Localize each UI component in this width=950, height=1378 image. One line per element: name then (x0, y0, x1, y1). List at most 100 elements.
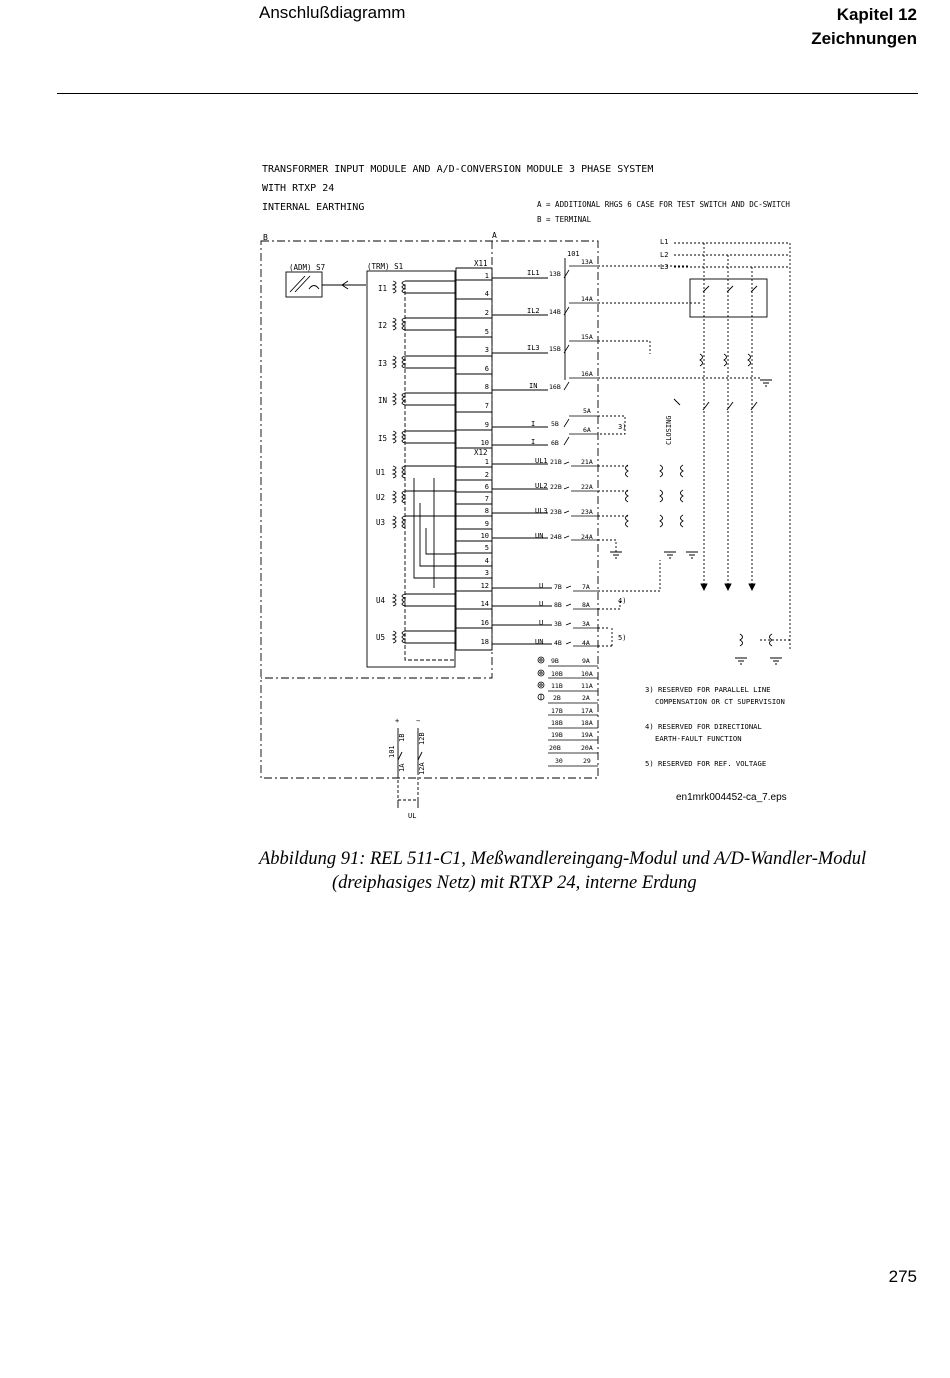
x12-term-2: 2 (485, 471, 489, 479)
tb-10b: 10B (551, 670, 563, 678)
test-switch-contacts (537, 265, 598, 767)
x11-label: X11 (474, 259, 488, 268)
note-5: 5) RESERVED FOR REF. VOLTAGE (645, 759, 766, 768)
adm-module-box (285, 271, 323, 298)
transformer-coils (391, 280, 456, 661)
ul-label: UL (408, 812, 416, 820)
test-switch-case (261, 241, 493, 679)
tb-23b: 23B (550, 508, 562, 516)
x11-term-5: 5 (485, 328, 489, 336)
dc-term-101: 101 (388, 745, 396, 758)
ta-9a: 9A (582, 657, 590, 665)
diagram-title-2: WITH RTXP 24 (262, 183, 334, 194)
signal-ul3: UL3 (535, 507, 548, 515)
input-i5: I5 (378, 434, 387, 443)
x12-term-12: 12 (481, 582, 489, 590)
terminal-enclosure (260, 240, 599, 779)
ta-10a: 10A (581, 670, 593, 678)
ta-8a: 8A (582, 601, 590, 609)
header-section-title: Anschlußdiagramm (259, 3, 406, 22)
tb-3b: 3B (554, 620, 562, 628)
ta-5a: 5A (583, 407, 591, 415)
line-l3: L3 (660, 263, 668, 271)
ta-15a: 15A (581, 333, 593, 341)
dc-plus: + (395, 717, 399, 725)
line-l2: L2 (660, 251, 668, 259)
input-i2: I2 (378, 321, 387, 330)
x12-term-6: 6 (485, 483, 489, 491)
ta-17a: 17A (581, 707, 593, 715)
trm-module-box (366, 270, 456, 668)
input-u2: U2 (376, 493, 385, 502)
ta-16a: 16A (581, 370, 593, 378)
ta-3a: 3A (582, 620, 590, 628)
arrow-icon (341, 280, 349, 290)
tb-13b: 13B (549, 270, 561, 278)
ta-14a: 14A (581, 295, 593, 303)
tb-17b: 17B (551, 707, 563, 715)
tb-7b: 7B (554, 583, 562, 591)
signal-wires (492, 258, 566, 645)
adm-label: (ADM) S7 (289, 263, 325, 272)
ta-6a: 6A (583, 426, 591, 434)
dc-term-1a: 1A (398, 763, 406, 772)
x11-term-10: 10 (481, 439, 489, 447)
ta-24a: 24A (581, 533, 593, 541)
closing-label: CLOSING (665, 415, 673, 445)
ta-19a: 19A (581, 731, 593, 739)
x11-term-8: 8 (485, 383, 489, 391)
note-4-line1: 4) RESERVED FOR DIRECTIONAL (645, 722, 762, 731)
trm-label: (TRM) S1 (367, 262, 403, 271)
signal-in: IN (529, 382, 537, 390)
signal-il2: IL2 (527, 307, 540, 315)
label-b: B (263, 233, 268, 242)
dc-term-12b: 12B (418, 732, 426, 745)
ta-22a: 22A (581, 483, 593, 491)
ta-21a: 21A (581, 458, 593, 466)
input-i3: I3 (378, 359, 387, 368)
signal-u-b: U (539, 600, 543, 608)
tb-21b: 21B (550, 458, 562, 466)
ta-4a: 4A (582, 639, 590, 647)
tb-9b: 9B (551, 657, 559, 665)
input-u1: U1 (376, 468, 385, 477)
tb-8b: 8B (554, 601, 562, 609)
file-name: en1mrk004452-ca_7.eps (676, 792, 787, 803)
figure-caption: Abbildung 91: REL 511-C1, Meßwandlereing… (259, 847, 919, 895)
tb-14b: 14B (549, 308, 561, 316)
x12-term-1: 1 (485, 458, 489, 466)
signal-i-b: I (531, 438, 535, 446)
x11-term-7: 7 (485, 402, 489, 410)
header-rule (57, 93, 918, 94)
x12-term-8: 8 (485, 507, 489, 515)
signal-u-c: U (539, 619, 543, 627)
page-number: 275 (888, 1267, 917, 1286)
ta-20a: 20A (581, 744, 593, 752)
tb-19b: 19B (551, 731, 563, 739)
x11-term-2: 2 (485, 309, 489, 317)
dc-supply (397, 728, 423, 808)
ta-29: 29 (583, 757, 591, 765)
signal-un-b: UN (535, 638, 543, 646)
x12-term-10: 10 (481, 532, 489, 540)
tb-2b: 2B (553, 694, 561, 702)
diagram-title-3: INTERNAL EARTHING (262, 202, 364, 213)
x12-term-14: 14 (481, 600, 489, 608)
note-3-line1: 3) RESERVED FOR PARALLEL LINE (645, 685, 771, 694)
signal-il1: IL1 (527, 269, 540, 277)
note-ref-4: 4) (618, 597, 626, 605)
x11-term-1: 1 (485, 272, 489, 280)
input-u3: U3 (376, 518, 385, 527)
header-chapter-number: Kapitel 12 (836, 5, 917, 24)
input-u5: U5 (376, 633, 385, 642)
x12-term-16: 16 (481, 619, 489, 627)
external-wiring (598, 242, 791, 650)
signal-u-a: U (539, 582, 543, 590)
header-chapter: Kapitel 12 Zeichnungen (811, 3, 917, 51)
ad-converter-icon (289, 275, 311, 293)
signal-il3: IL3 (527, 344, 540, 352)
connection-diagram: TRANSFORMER INPUT MODULE AND A/D-CONVERS… (260, 164, 791, 820)
signal-ul1: UL1 (535, 457, 548, 465)
x12-term-5: 5 (485, 544, 489, 552)
input-in: IN (378, 396, 387, 405)
